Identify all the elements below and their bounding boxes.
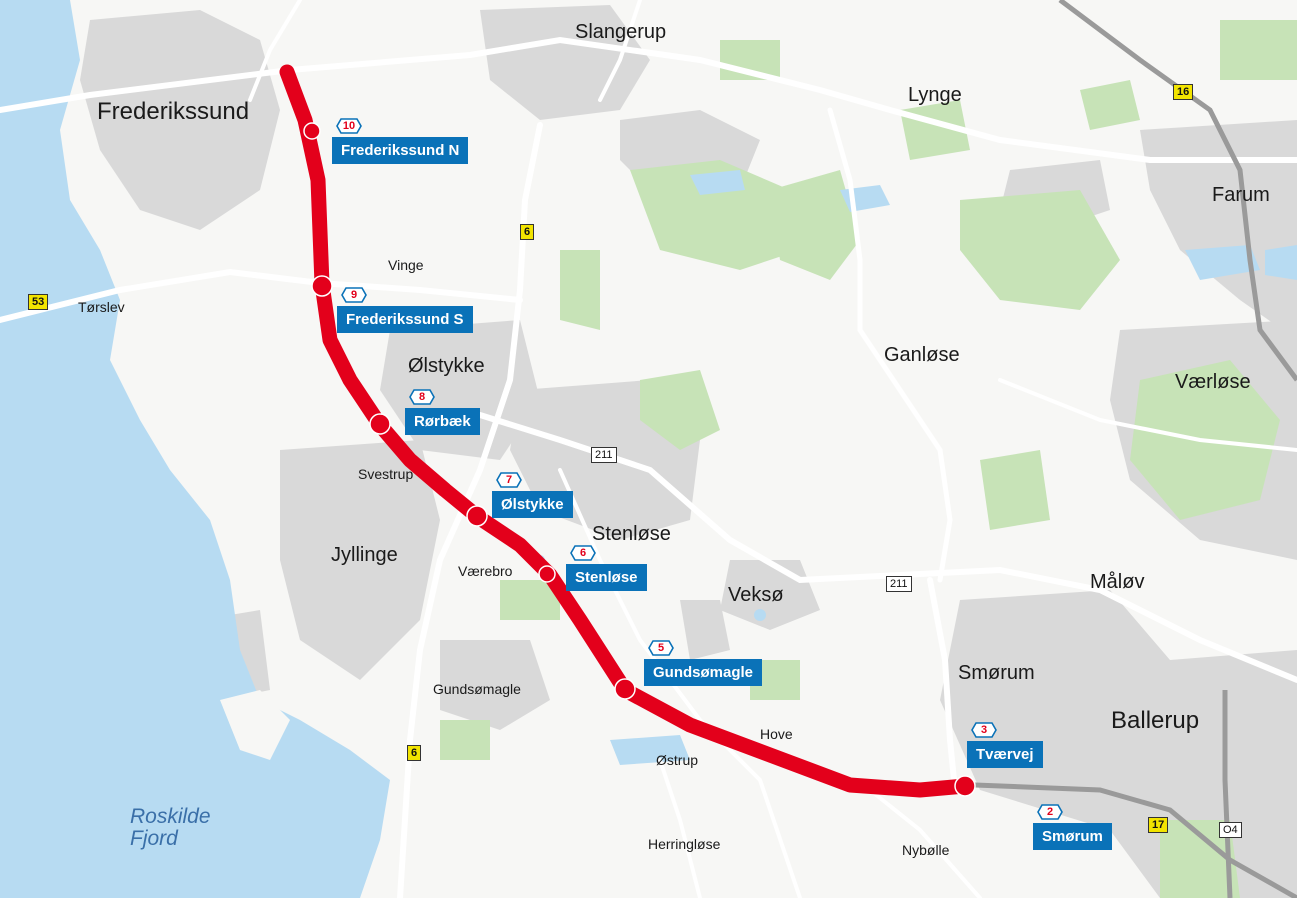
- exit-2[interactable]: 2 Smørum: [1033, 804, 1112, 850]
- exit-2-label: Smørum: [1033, 823, 1112, 850]
- town-vekso: Veksø: [728, 584, 784, 606]
- exit-9[interactable]: 9 Frederikssund S: [337, 287, 473, 333]
- road-number-53: 53: [28, 294, 49, 310]
- exit-5-number-badge: 5: [648, 640, 674, 656]
- town-slangerup: Slangerup: [575, 21, 667, 43]
- interchange-3-marker: [954, 775, 976, 797]
- road-number-6-north: 6: [520, 224, 535, 240]
- exit-9-number: 9: [350, 289, 358, 301]
- exit-6-number: 6: [579, 547, 587, 559]
- town-farum: Farum: [1212, 184, 1270, 206]
- exit-6-label: Stenløse: [566, 564, 647, 591]
- exit-3-label: Tværvej: [967, 741, 1043, 768]
- interchange-5-marker: [614, 678, 636, 700]
- exit-7[interactable]: 7 Ølstykke: [492, 472, 573, 518]
- exit-8-number-badge: 8: [409, 389, 435, 405]
- exit-7-label: Ølstykke: [492, 491, 573, 518]
- exit-9-label: Frederikssund S: [337, 306, 473, 333]
- town-smorum: Smørum: [958, 662, 1035, 684]
- motorways-grey: [974, 0, 1297, 898]
- town-ballerup: Ballerup: [1111, 707, 1200, 734]
- exit-7-number: 7: [505, 474, 513, 486]
- town-olstykke: Ølstykke: [408, 355, 485, 377]
- lakes: [535, 170, 1297, 765]
- exit-8[interactable]: 8 Rørbæk: [405, 389, 480, 435]
- exit-8-label: Rørbæk: [405, 408, 480, 435]
- exit-6-number-badge: 6: [570, 545, 596, 561]
- exit-7-number-badge: 7: [496, 472, 522, 488]
- exit-2-number: 2: [1046, 806, 1054, 818]
- town-herringlose: Herringløse: [648, 836, 721, 852]
- town-stenlose: Stenløse: [592, 523, 671, 545]
- town-hove: Hove: [760, 726, 793, 742]
- town-nybolle: Nybølle: [902, 842, 950, 858]
- water-label-line-1: Roskilde: [130, 805, 211, 828]
- water-label-roskilde-fjord: Roskilde Fjord: [130, 805, 211, 851]
- interchange-9-marker: [311, 275, 333, 297]
- road-number-16: 16: [1173, 84, 1194, 100]
- exit-3[interactable]: 3 Tværvej: [967, 722, 1043, 768]
- exit-10-number-badge: 10: [336, 118, 362, 134]
- exit-8-number: 8: [418, 391, 426, 403]
- town-vinge: Vinge: [388, 257, 424, 273]
- road-number-o4: O4: [1219, 822, 1242, 838]
- exit-10-label: Frederikssund N: [332, 137, 469, 164]
- interchange-10-marker: [303, 122, 321, 140]
- road-number-211-west: 211: [591, 447, 617, 463]
- road-number-6-south: 6: [407, 745, 422, 761]
- exit-10[interactable]: 10 Frederikssund N: [332, 118, 469, 164]
- exit-6[interactable]: 6 Stenløse: [566, 545, 647, 591]
- exit-3-number: 3: [980, 724, 988, 736]
- exit-5[interactable]: 5 Gundsømagle: [644, 640, 763, 686]
- road-number-211-east: 211: [886, 576, 912, 592]
- interchange-8-marker: [369, 413, 391, 435]
- exit-5-label: Gundsømagle: [644, 659, 763, 686]
- town-torslev: Tørslev: [78, 299, 125, 315]
- interchange-6-marker: [538, 565, 556, 583]
- water-label-line-2: Fjord: [130, 827, 178, 851]
- town-frederikssund: Frederikssund: [97, 98, 250, 125]
- town-svestrup: Svestrup: [358, 466, 414, 482]
- exit-10-number: 10: [342, 120, 356, 132]
- town-gundsomagle: Gundsømagle: [433, 681, 521, 697]
- town-malov: Måløv: [1090, 571, 1145, 593]
- town-ganlose: Ganløse: [884, 344, 960, 366]
- town-jyllinge: Jyllinge: [331, 544, 398, 566]
- interchange-markers: [303, 122, 976, 797]
- exit-3-number-badge: 3: [971, 722, 997, 738]
- road-number-17: 17: [1148, 817, 1169, 833]
- exit-5-number: 5: [657, 642, 665, 654]
- town-lynge: Lynge: [908, 84, 962, 106]
- town-ostrup: Østrup: [656, 752, 699, 768]
- exit-2-number-badge: 2: [1037, 804, 1063, 820]
- fjord-water: [0, 0, 390, 898]
- town-varlose: Værløse: [1175, 371, 1251, 393]
- interchange-7-marker: [466, 505, 488, 527]
- town-varebro: Værebro: [458, 563, 513, 579]
- exit-9-number-badge: 9: [341, 287, 367, 303]
